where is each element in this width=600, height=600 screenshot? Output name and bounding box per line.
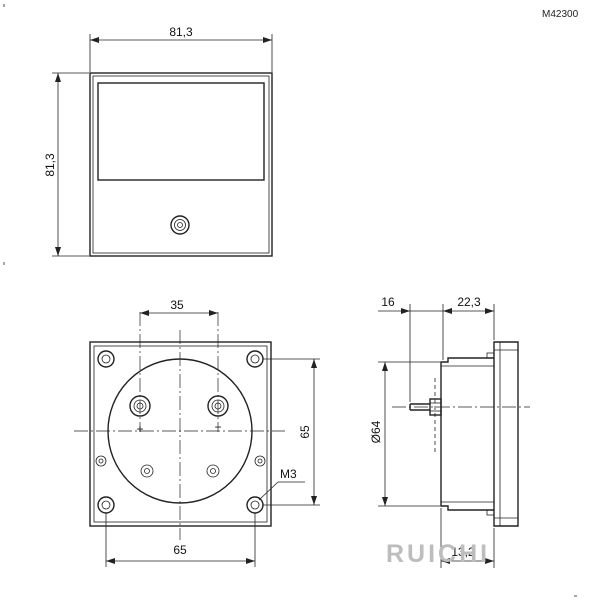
hole-spacing-vertical-dimension — [263, 358, 320, 506]
stud-left — [140, 464, 154, 478]
rear-body-inner — [93, 345, 268, 523]
mounting-hole-bottom-left — [97, 496, 115, 514]
terminal-spacing-dimension — [140, 310, 218, 316]
front-window — [97, 82, 265, 181]
brand-watermark: RUICHI — [386, 540, 490, 568]
front-bezel — [89, 72, 273, 257]
zero-adjust-screw — [170, 215, 190, 235]
terminal-spacing-label: 35 — [170, 298, 184, 312]
body-depth-label: 22,3 — [457, 295, 481, 309]
side-flange — [493, 341, 519, 527]
flange-label: 13,2 — [451, 545, 475, 559]
mounting-hole-top-left — [97, 350, 115, 368]
side-view: 16 22,3 Ø64 13,2 — [369, 295, 530, 568]
stud-right — [206, 464, 220, 478]
mounting-hole-bottom-right — [246, 496, 264, 514]
drawing-code: M42300 — [542, 9, 579, 20]
front-height-dimension — [52, 72, 89, 257]
terminal-plus — [129, 395, 151, 417]
thread-label: M3 — [280, 467, 297, 481]
diameter-label: Ø64 — [369, 420, 383, 443]
front-width-dimension — [89, 34, 273, 72]
front-bezel-inner — [92, 75, 270, 254]
side-hole-left — [95, 455, 107, 467]
mounting-hole-top-right — [246, 350, 264, 368]
rear-view: + − 35 65 — [74, 298, 320, 567]
hole-spacing-vertical-label: 65 — [298, 425, 312, 439]
side-hole-right — [254, 455, 266, 467]
terminal-minus — [207, 395, 229, 417]
plus-symbol: + — [136, 422, 143, 436]
hole-spacing-horizontal-label: 65 — [173, 543, 187, 557]
terminal-length-dimension — [378, 304, 452, 402]
front-height-label: 81,3 — [43, 153, 57, 177]
thread-leader — [258, 481, 305, 501]
terminal-length-label: 16 — [381, 295, 395, 309]
body-depth-dimension — [443, 304, 495, 340]
flange-dimension — [440, 508, 495, 568]
front-view: 81,3 81,3 — [3, 4, 273, 265]
minus-symbol: − — [214, 420, 221, 434]
diameter-dimension — [378, 361, 440, 507]
side-body — [440, 357, 494, 511]
front-width-label: 81,3 — [169, 25, 193, 39]
rear-body — [89, 341, 272, 527]
hole-spacing-horizontal-dimension — [105, 513, 256, 567]
